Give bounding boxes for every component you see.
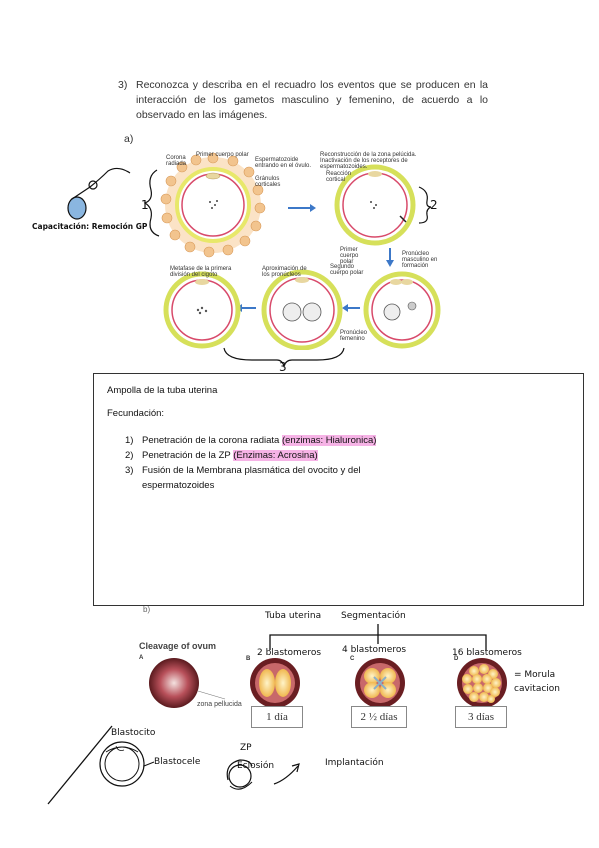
cleavage-label-c: C [350,656,355,662]
ovum-a [149,658,226,708]
blastocele-label: Blastocele [154,757,201,767]
cleavage-label-d: D [454,656,459,662]
label-reaccion-cortical: Reacción cortical [326,171,352,183]
morula-label: = Morula [514,670,556,680]
bracket-1 [143,169,160,237]
answer-box: Ampolla de la tuba uterina Fecundación: … [93,373,584,606]
oocyte-cortical-reaction [334,164,416,246]
ovum-b-2-cells [250,658,300,708]
answer-step: 2) Penetración de la ZP (Enzimas: Acrosi… [125,450,318,461]
fertilization-diagram [160,152,441,350]
bracket-3 [223,347,345,368]
blastocito-label: Blastocito [111,728,156,738]
section-b-label: b) [143,605,151,614]
ovum-c-4-cells [355,658,405,708]
label-primer-cuerpo-polar-2: Primer cuerpo polar [340,247,359,265]
sperm-sketch [67,167,131,220]
blastomeros-4: 4 blastomeros [342,645,407,655]
segmentacion-label: Segmentación [341,611,406,621]
cleavage-label-a: A [139,655,144,661]
label-pronucleo-masculino: Pronúcleo masculino en formación [402,251,438,269]
question-text: Reconozca y describa en el recuadro los … [136,79,488,121]
label-corona-radiada: Corona radiada [166,155,187,167]
zona-pellucida-label: zona pellucida [197,701,242,708]
eclosion-label: Eclosión [237,761,275,771]
day-3-box: 3 días [455,706,507,728]
ovum-d-16-cells [457,658,507,708]
answer-step: 3) Fusión de la Membrana plasmática del … [125,465,361,491]
question-number: 3) [118,79,128,91]
answer-location: Ampolla de la tuba uterina [107,385,218,396]
hand-number-1: 1 [141,198,149,212]
tuba-uterina-label: Tuba uterina [265,611,322,621]
day-2-box: 2 ½ días [351,706,407,728]
hatching-sketch [226,759,300,790]
zygote-metaphase [163,271,241,349]
blastocyst-sketch [47,725,155,805]
oocyte-pronuclei-approach [261,269,343,350]
section-a-label: a) [124,133,134,145]
label-reconstruccion: Reconstrucción de la zona pelúcida. Inac… [320,152,417,170]
blastomeros-2: 2 blastomeros [257,648,322,658]
answer-steps: 1) Penetración de la corona radiata (enz… [125,433,377,493]
label-granulos: Gránulos corticales [255,176,281,188]
answer-step: 1) Penetración de la corona radiata (enz… [125,435,377,446]
oocyte-pronuclei-forming [363,271,441,349]
day-1-box: 1 día [251,706,303,728]
cleavage-title: Cleavage of ovum [139,641,217,651]
capacitacion-note: Capacitación: Remoción GP [32,222,148,231]
label-aproximacion: Aproximación de los pronúcleos [262,266,307,278]
label-metafase: Metafase de la primera división del cigo… [170,266,232,278]
label-espermatozoide: Espermatozoide entrando en el óvulo. [255,157,312,169]
cleavage-label-b: B [246,656,251,662]
cavitacion-label: cavitacion [514,684,560,694]
answer-heading: Fecundación: [107,408,165,419]
hand-number-2: 2 [430,198,438,212]
label-segundo-cuerpo-polar: Segundo cuerpo polar [330,264,364,276]
segmentation-bracket [269,624,487,650]
implantacion-label: Implantación [325,758,384,768]
blastomeros-16: 16 blastomeros [452,648,522,658]
cleavage-diagram [149,658,507,708]
hand-number-3: 3 [279,360,287,374]
question-3: 3) Reconozca y describa en el recuadro l… [118,78,488,123]
label-primer-cuerpo-polar: Primer cuerpo polar [196,152,249,158]
oocyte-with-corona [160,152,266,258]
label-pronucleo-femenino: Pronúcleo femenino [340,330,368,342]
zp-label: ZP [240,743,252,753]
bracket-2 [418,186,432,224]
